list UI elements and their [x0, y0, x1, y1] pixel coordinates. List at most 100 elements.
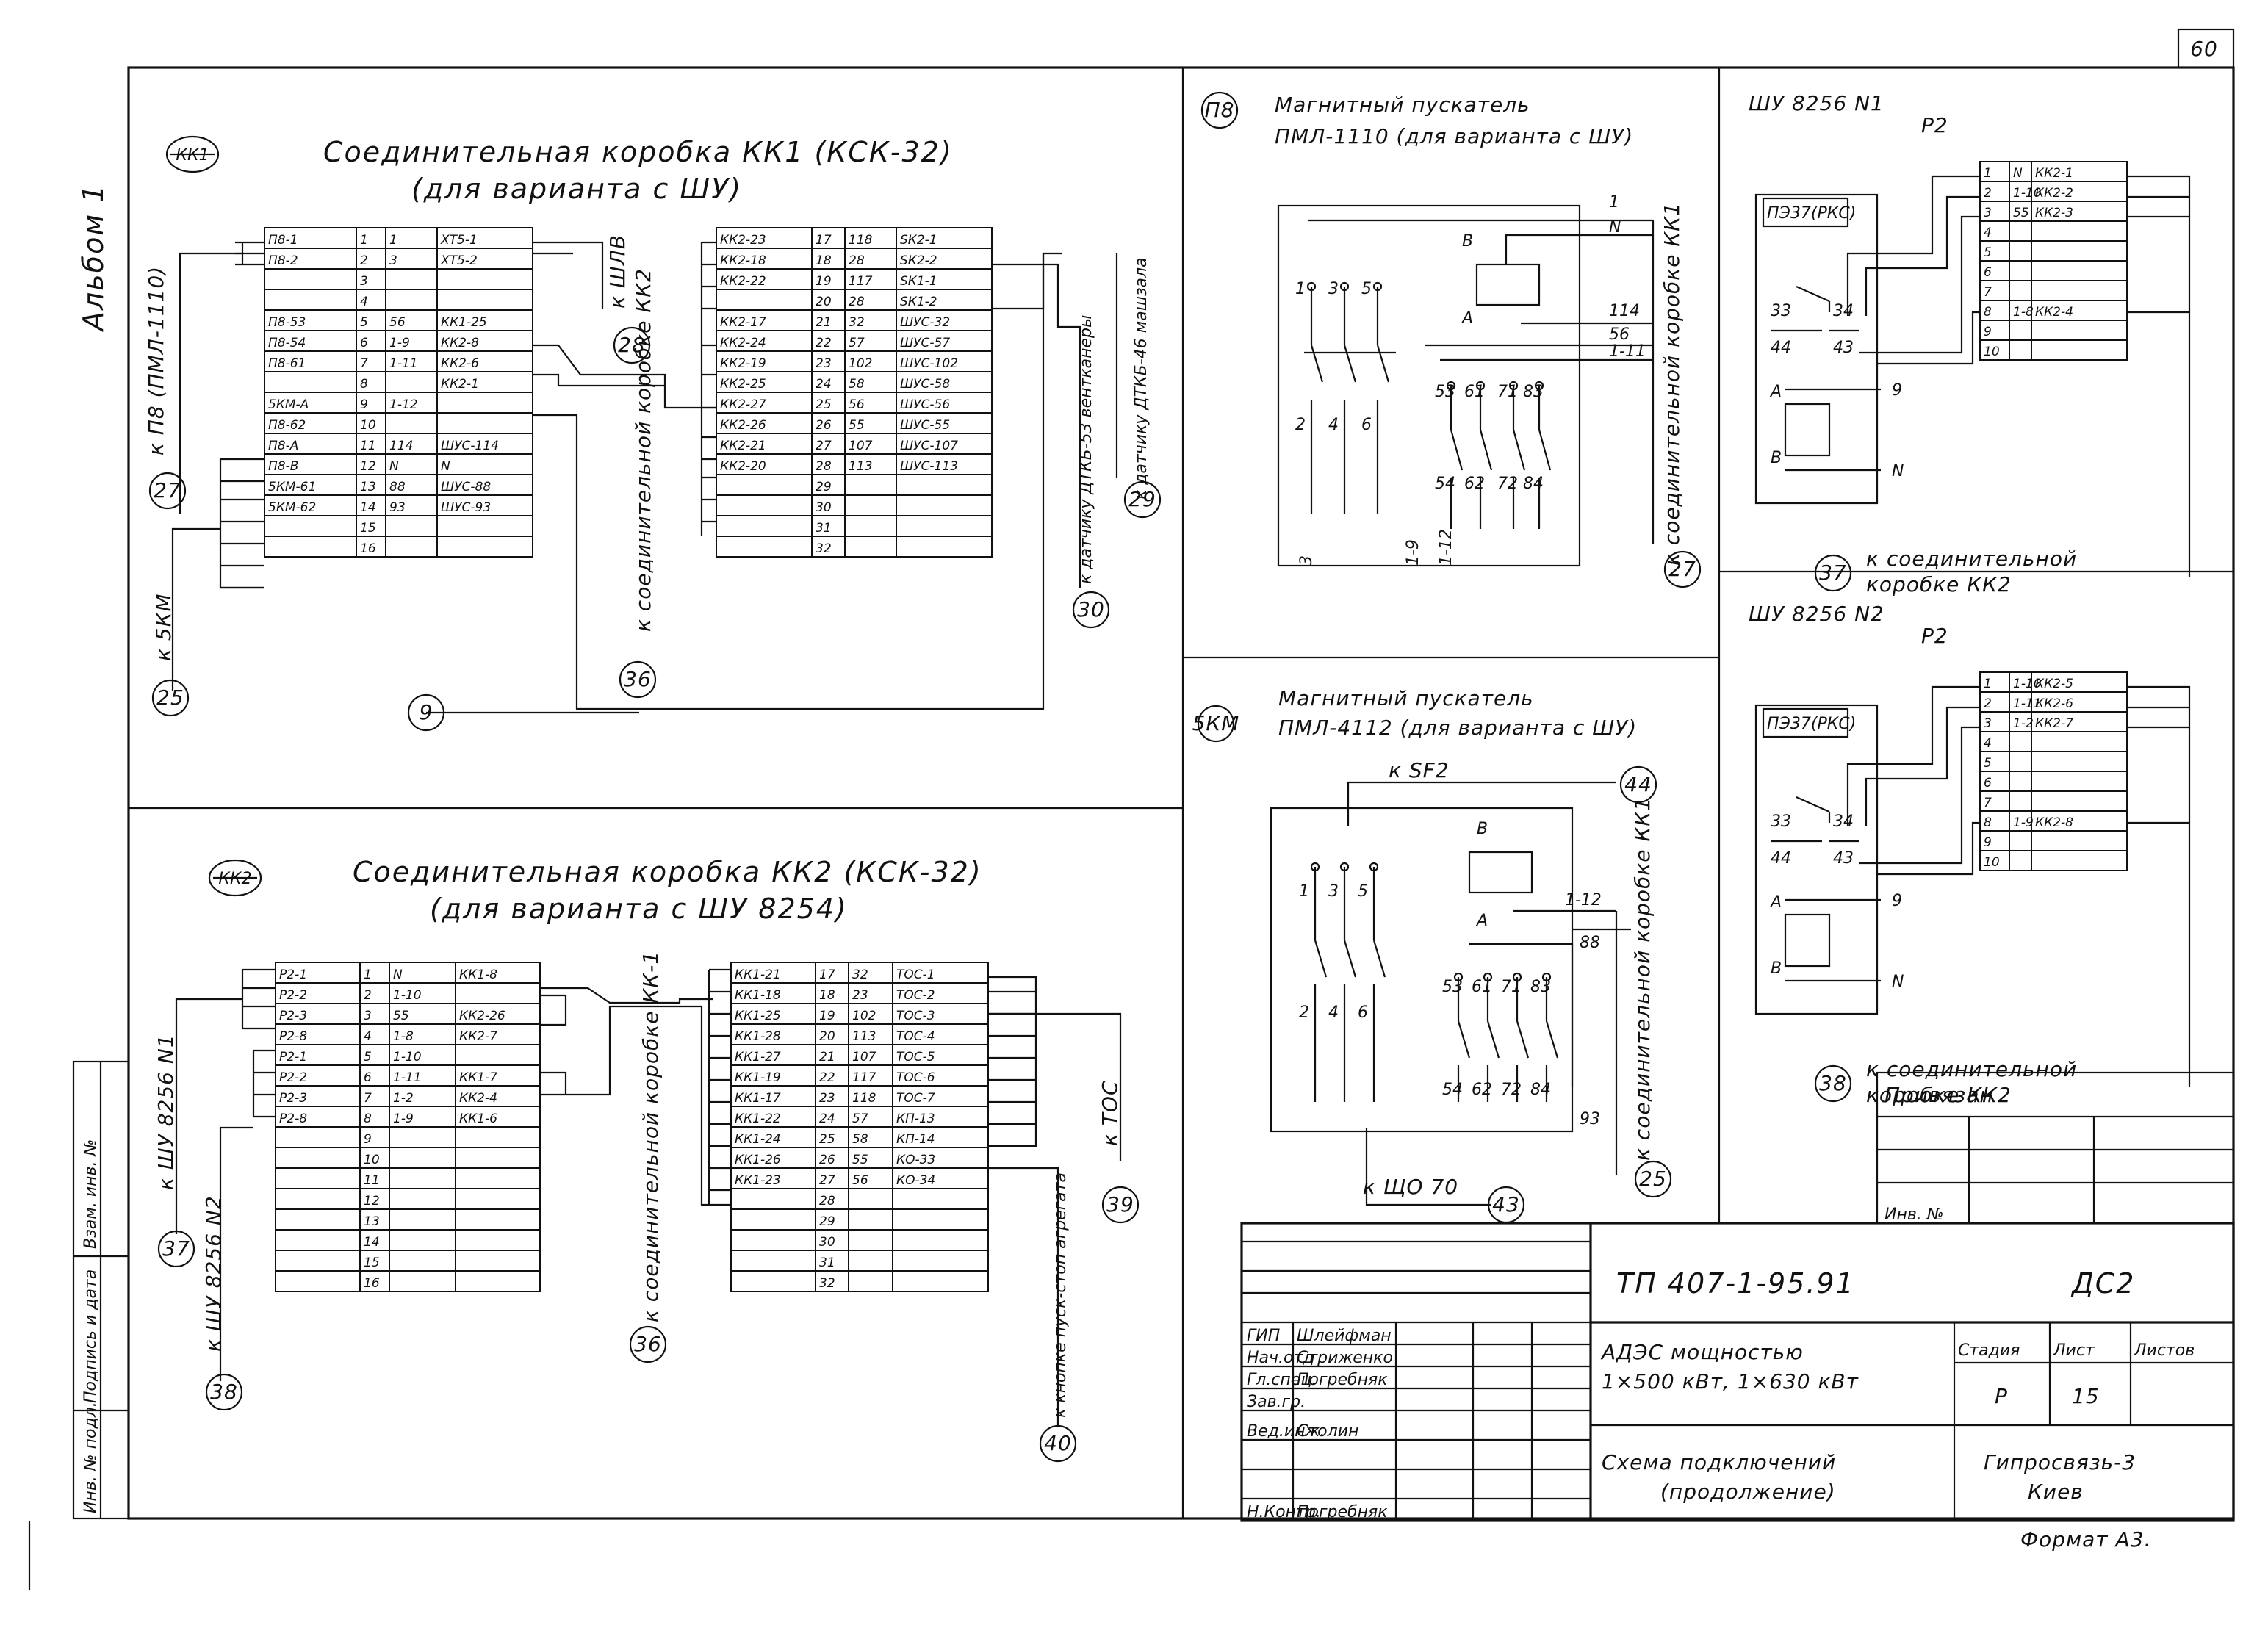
kk1-tag-circle — [165, 135, 220, 173]
stamp-col-sheet: Лист — [2053, 1341, 2095, 1360]
kk2-table-right-cell: 20 — [819, 1029, 835, 1044]
kk1-table-left-cell: 8 — [360, 377, 368, 392]
kk1-table-right-cell: 117 — [849, 274, 873, 289]
kk2-table-left-cell: 6 — [364, 1070, 372, 1085]
km5-contact-bottom: 2 — [1299, 1004, 1309, 1022]
wire — [533, 241, 604, 309]
kk2-table-left-cell: Р2-1 — [279, 1050, 307, 1064]
kk2-table-left-cell: 12 — [364, 1194, 380, 1208]
kk1-table-left-cell: 9 — [360, 397, 368, 412]
kk1-table-right-cell: 27 — [816, 439, 832, 453]
kk1-title: Соединительная коробка КК1 (КСК-32) — [323, 136, 953, 168]
side-label-replace: Взам. инв. № — [82, 1139, 100, 1249]
kk2-marker-38 — [205, 1373, 243, 1411]
kk2-table-right-cell: 31 — [819, 1255, 835, 1270]
kk1-table-left-cell: 88 — [389, 480, 406, 494]
kk1-table-right-cell: 21 — [816, 315, 832, 330]
kk2-table-right-cell: КК1-19 — [735, 1070, 781, 1085]
p8-contact-node — [1508, 381, 1519, 391]
shu1-terminal-table-cell: КК2-2 — [2035, 186, 2073, 201]
kk2-table-right-cell: КП-14 — [896, 1132, 935, 1147]
kk2-table-right-cell: 23 — [852, 988, 868, 1003]
inv-no-label: Инв. № — [1884, 1206, 1944, 1224]
kk2-table-right-cell: 58 — [852, 1132, 868, 1147]
p8-contact-bottom: 54 — [1435, 475, 1455, 493]
shu1-terminal-table-cell: 4 — [1984, 226, 1992, 240]
kk1-marker-27-number: 27 — [154, 478, 181, 502]
kk2-table-left-cell: 13 — [364, 1214, 380, 1229]
shu2-terminal-table-cell: КК2-5 — [2035, 677, 2073, 691]
stamp-object-1: АДЭС мощностью — [1600, 1340, 1804, 1364]
kk1-table-right-cell: 113 — [849, 459, 872, 474]
p8-contact-bottom: 84 — [1523, 475, 1544, 493]
wire — [1365, 1128, 1491, 1206]
wire — [540, 994, 567, 1026]
shu2-arrow-n: N — [1892, 973, 1904, 991]
kk2-table-right-cell: КК1-22 — [735, 1111, 781, 1126]
kk2-marker-37 — [157, 1230, 195, 1268]
shu1-coil-b: В — [1771, 449, 1782, 467]
shu1-terminal-table-cell: 10 — [1984, 345, 2000, 359]
shu2-contact: 44 — [1771, 849, 1791, 868]
stamp-name: Шлейфман — [1297, 1327, 1392, 1345]
kk2-table-right-cell: 28 — [819, 1194, 835, 1208]
kk2-table-right-cell: 32 — [852, 968, 868, 982]
wire — [1469, 943, 1574, 1087]
p8-right-label: 1-11 — [1609, 342, 1646, 361]
kk1-table-right-cell: КК2-27 — [720, 397, 766, 412]
kk1-table-right-cell: КК2-17 — [720, 315, 766, 330]
p8-contact-node — [1446, 381, 1456, 391]
kk1-table-left-cell: 3 — [360, 274, 368, 289]
shu1-terminal-table-cell: 1 — [1984, 166, 1992, 181]
kk1-marker-28-number: 28 — [618, 333, 646, 357]
kk2-table-left-cell: 1 — [364, 968, 372, 982]
kk2-title: Соединительная коробка КК2 (КСК-32) — [353, 856, 982, 888]
kk1-table-left-cell: 10 — [360, 418, 376, 433]
shu2-terminal-table-cell: 1 — [1984, 677, 1992, 691]
kk1-table-right-cell: 102 — [849, 356, 872, 371]
shu1-pe-label: ПЭ37(РКС) — [1767, 204, 1856, 223]
kk2-table-right-cell: КК1-17 — [735, 1091, 781, 1106]
kk2-table-left-cell: Р2-1 — [279, 968, 307, 982]
shu1-terminal-table-cell: 9 — [1984, 325, 1992, 339]
p8-right-label: 1 — [1609, 193, 1619, 212]
kk1-table-left-cell: 93 — [389, 500, 406, 515]
kk1-marker-29-number: 29 — [1128, 487, 1156, 511]
p8-marker-27-number: 27 — [1668, 557, 1696, 581]
shu1-terminal-table-cell: 7 — [1984, 285, 1992, 300]
stamp-name: Погребняк — [1297, 1503, 1388, 1521]
kk1-table-right-cell: 20 — [816, 295, 832, 309]
kk1-marker-29 — [1123, 480, 1162, 519]
frame-outer — [127, 66, 2235, 1520]
shu2-terminal-table-cell: 2 — [1984, 696, 1992, 711]
kk1-table-right-cell: ШУС-113 — [900, 459, 958, 474]
kk2-table-right-cell: 26 — [819, 1153, 835, 1167]
wire — [1859, 726, 1980, 865]
shu1-terminal-table-cell: 6 — [1984, 265, 1992, 280]
shu1-terminal-table-cell: 5 — [1984, 245, 1992, 260]
kk1-marker-30 — [1072, 591, 1110, 629]
wire — [219, 459, 264, 589]
wire — [540, 1005, 731, 1206]
p8-contact-bottom: 72 — [1497, 475, 1518, 493]
kk1-table-left-cell: 5КМ-62 — [268, 500, 316, 515]
kk2-table-right-cell: КК1-26 — [735, 1153, 781, 1167]
kk1-table-right-cell: КК2-19 — [720, 356, 766, 371]
shu2-coil-b: В — [1771, 959, 1782, 978]
p8-contact-bottom: 6 — [1361, 416, 1372, 434]
km5-marker-25-number: 25 — [1639, 1167, 1667, 1191]
shu2-label-to-kk2-1: к соединительной — [1866, 1057, 2077, 1081]
kk2-table-left-cell: 7 — [364, 1091, 372, 1106]
wire — [1372, 940, 1386, 978]
p8-contact-top: 5 — [1361, 280, 1372, 298]
kk1-table-right-cell: 18 — [816, 253, 832, 268]
kk2-table-right-cell: 30 — [819, 1235, 835, 1250]
stamp-role: Зав.гр. — [1247, 1393, 1306, 1411]
km5-marker-44-number: 44 — [1624, 772, 1652, 796]
km5-contact-top: 1 — [1299, 882, 1309, 901]
